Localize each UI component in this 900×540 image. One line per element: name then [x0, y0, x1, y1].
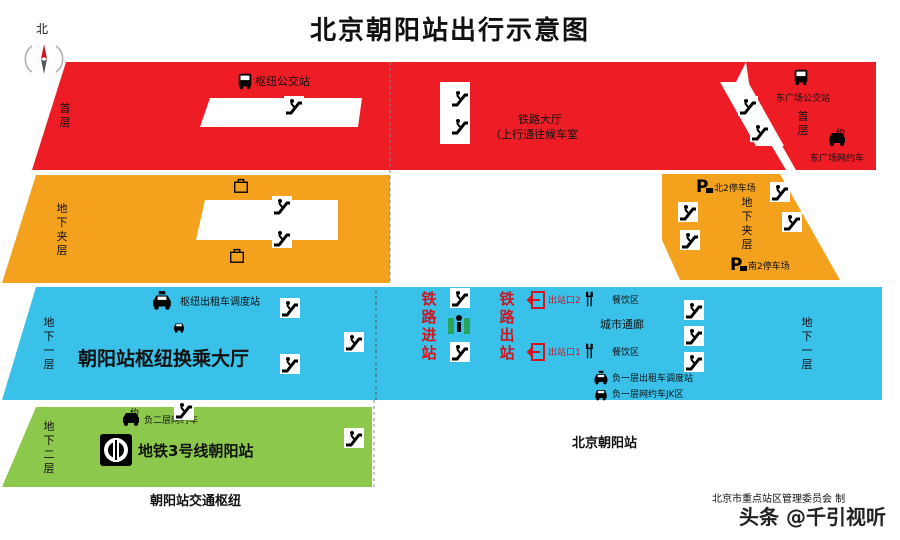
ground-floor-center: [390, 62, 786, 170]
watermark: 头条 @千引视听: [739, 505, 886, 529]
mezz-floor-label: 地下夹层: [56, 202, 68, 257]
page-title: 北京朝阳站出行示意图: [309, 16, 590, 46]
escalator-icon: [450, 288, 470, 308]
escalator-icon: [680, 230, 700, 250]
b1-ridehail-label: 负一层网约车JK区: [612, 390, 684, 400]
north-parking-label: 北2停车场: [714, 184, 756, 194]
b1-floor: [2, 287, 882, 400]
car-icon: [592, 386, 610, 402]
b1-floor-label: 地下一层: [43, 316, 55, 371]
escalator-icon: [782, 212, 802, 232]
ridehail-icon: [168, 320, 190, 334]
credit-caption: 北京市重点站区管理委员会 制: [712, 494, 846, 505]
rail-exit-label: 铁路出站: [499, 290, 515, 362]
escalator-icon: [750, 122, 770, 142]
dining-icon: [584, 290, 602, 308]
station-caption: 北京朝阳站: [572, 436, 638, 451]
exit-icon: [526, 290, 546, 310]
taxi-dispatch-label: 枢纽出租车调度站: [180, 297, 260, 308]
bus-icon: [236, 72, 254, 90]
escalator-icon: [684, 300, 704, 320]
ground-floor-label: 首层: [59, 102, 71, 129]
escalator-icon: [450, 342, 470, 362]
bus-hub-label: 枢纽公交站: [255, 75, 310, 88]
mezz-void: [196, 200, 338, 240]
escalator-icon: [174, 400, 194, 420]
east-ridehail-label: 东广场网约车: [810, 154, 865, 164]
escalator-icon: [684, 352, 704, 372]
metro-logo-icon: [100, 434, 132, 466]
east-bus-label: 东广场公交站: [776, 94, 831, 104]
escalator-icon: [272, 196, 292, 216]
escalator-icon: [450, 116, 470, 136]
b1-floor-label-east: 地下一层: [801, 316, 813, 371]
rail-hall-sub-label: （上行通往候车室: [490, 128, 578, 141]
b2-floor-label: 地下二层: [43, 420, 55, 475]
taxi-icon: [150, 290, 174, 312]
exit-1-label: 出站口1: [548, 348, 581, 358]
escalator-icon: [280, 298, 300, 318]
mezz-floor-label-east: 地下夹层: [741, 196, 753, 251]
ridehail-icon: [120, 408, 142, 428]
escalator-icon: [684, 326, 704, 346]
parking-icon: [728, 254, 748, 274]
escalator-icon: [450, 88, 470, 108]
dining-icon: [584, 342, 602, 360]
hub-caption: 朝阳站交通枢纽: [150, 494, 242, 509]
b2-ridehail-label: 负二层网约车: [144, 416, 199, 426]
dining-1-label: 餐饮区: [612, 296, 640, 306]
bus-icon: [792, 68, 810, 86]
metro-label: 地铁3号线朝阳站: [138, 442, 254, 460]
escalator-icon: [272, 228, 292, 248]
ground-void: [200, 98, 362, 127]
exit-2-label: 出站口2: [548, 296, 581, 306]
north-label: 北: [36, 22, 49, 36]
shopping-bag-icon: [228, 246, 246, 264]
exit-icon: [526, 342, 546, 362]
ground-floor-label-east: 首层: [797, 110, 809, 137]
escalator-icon: [344, 332, 364, 352]
escalator-icon: [678, 202, 698, 222]
escalator-icon: [770, 182, 790, 202]
compass-icon: [24, 44, 64, 74]
escalator-icon: [284, 96, 304, 116]
b2-floor: [2, 407, 372, 487]
escalator-icon: [280, 354, 300, 374]
escalator-icon: [344, 428, 364, 448]
mezz-floor-east: [662, 174, 840, 280]
rail-hall-label: 铁路大厅: [518, 113, 562, 126]
ridehail-icon: [826, 128, 848, 148]
south-parking-label: 南2停车场: [748, 262, 790, 272]
shopping-bag-icon: [232, 176, 250, 194]
parking-icon: [694, 176, 714, 196]
corridor-label: 城市通廊: [600, 318, 644, 331]
compass: 北: [22, 20, 66, 80]
gate-icon: [448, 315, 470, 334]
dining-2-label: 餐饮区: [612, 348, 640, 358]
transfer-hall-label: 朝阳站枢纽换乘大厅: [78, 348, 250, 370]
taxi-icon: [592, 370, 610, 386]
rail-entrance-label: 铁路进站: [421, 290, 437, 362]
escalator-icon: [738, 96, 758, 116]
b1-taxi-label: 负一层出租车调度站: [612, 374, 694, 384]
